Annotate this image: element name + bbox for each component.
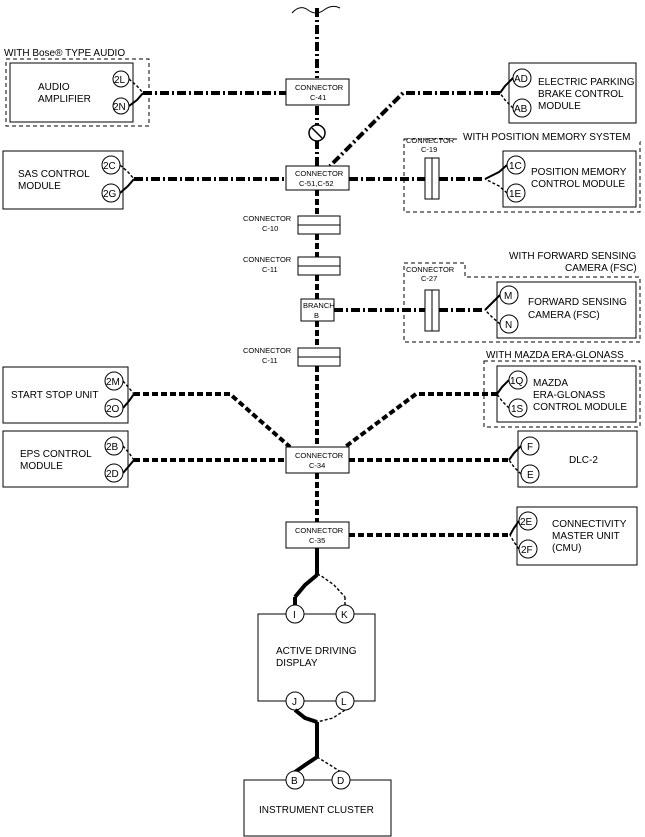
connector-c10-label-1: CONNECTOR	[243, 214, 292, 223]
active-driving-display-box	[257, 613, 376, 702]
bose-group-label: WITH Bose® TYPE AUDIO	[4, 48, 125, 59]
pin-j-label: J	[292, 697, 297, 708]
pin-2e-label: 2E	[520, 517, 533, 528]
connector-c19-label-2: C-19	[421, 145, 437, 154]
start-stop-label: START STOP UNIT	[11, 390, 98, 401]
era-group-border	[483, 360, 641, 428]
eps-label-1: EPS CONTROL	[20, 449, 92, 460]
connector-c51-label-2: C-51,C-52	[299, 179, 334, 188]
pin-k-label: K	[341, 610, 348, 621]
connector-c41-label-2: C-41	[310, 93, 326, 102]
pin-2f-label: 2F	[521, 545, 533, 556]
position-memory-group-label: WITH POSITION MEMORY SYSTEM	[463, 132, 630, 143]
sas-label-2: MODULE	[18, 181, 61, 192]
pin-i-label: I	[293, 610, 296, 621]
pin-b	[285, 770, 305, 790]
audio-amplifier-label-2: AMPLIFIER	[38, 94, 91, 105]
no-entry-icon	[308, 124, 326, 142]
connector-c11b-label-1: CONNECTOR	[243, 346, 292, 355]
connector-c34-label-2: C-34	[309, 461, 325, 470]
sas-label-1: SAS CONTROL	[18, 169, 90, 180]
epb-module-box	[508, 62, 637, 124]
epb-label-3: MODULE	[538, 101, 581, 112]
epb-label-1: ELECTRIC PARKING	[538, 77, 635, 88]
era-label-1: MAZDA	[533, 378, 568, 389]
fsc-label-2: CAMERA (FSC)	[528, 310, 600, 321]
position-memory-module-box	[502, 150, 637, 208]
pin-2m-label: 2M	[106, 377, 120, 388]
adu-label-2: DISPLAY	[276, 658, 318, 669]
position-memory-group-border	[403, 138, 641, 213]
cmu-label-2: MASTER UNIT	[552, 531, 620, 542]
era-label-3: CONTROL MODULE	[533, 402, 627, 413]
pin-l-label: L	[341, 697, 347, 708]
fsc-group-label-1: WITH FORWARD SENSING	[509, 251, 636, 262]
pin-d	[331, 770, 351, 790]
eps-label-2: MODULE	[20, 461, 63, 472]
connector-c34-label-1: CONNECTOR	[295, 451, 344, 460]
pin-1c-label: 1C	[509, 161, 522, 172]
connector-c10-label-2: C-10	[262, 224, 278, 233]
branch-b-label-2: B	[314, 311, 319, 320]
cmu-box	[516, 506, 638, 566]
cmu-label-1: CONNECTIVITY	[552, 519, 627, 530]
start-stop-bus	[134, 392, 292, 449]
pin-1s-label: 1S	[511, 404, 524, 415]
pin-1e-label: 1E	[509, 189, 522, 200]
cmu-label-3: (CMU)	[552, 543, 581, 554]
pin-ad-label: AD	[514, 74, 528, 85]
connector-c27-label-1: CONNECTOR	[406, 265, 455, 274]
connector-c11a-label-2: C-11	[262, 265, 278, 274]
pin-e-label: E	[527, 470, 534, 481]
connector-c35-label-2: C-35	[309, 536, 325, 545]
wavy-break-icon	[291, 5, 341, 14]
connector-c11b-label-2: C-11	[262, 356, 278, 365]
pin-n-label: N	[505, 320, 512, 331]
fsc-label-1: FORWARD SENSING	[528, 297, 627, 308]
epb-bus	[328, 91, 500, 168]
era-bus	[343, 392, 497, 449]
connector-c34	[285, 446, 350, 474]
instrument-cluster-box	[243, 779, 392, 837]
position-memory-label-2: CONTROL MODULE	[531, 179, 625, 190]
era-label-2: ERA-GLONASS	[533, 390, 606, 401]
pin-m-label: M	[504, 291, 512, 302]
era-group-label: WITH MAZDA ERA-GLONASS	[486, 350, 624, 361]
dlc2-label: DLC-2	[569, 455, 598, 466]
fsc-module-box	[496, 281, 637, 339]
instrument-cluster-label: INSTRUMENT CLUSTER	[259, 805, 374, 816]
audio-amplifier-label-1: AUDIO	[38, 82, 70, 93]
fsc-group-label-2: CAMERA (FSC)	[565, 263, 637, 274]
pin-2l-label: 2L	[114, 75, 126, 86]
adu-label-1: ACTIVE DRIVING	[276, 646, 357, 657]
connector-c41-label-1: CONNECTOR	[295, 83, 344, 92]
connector-c27-label-2: C-27	[421, 274, 437, 283]
position-memory-group-tab	[460, 130, 640, 142]
pin-2g-label: 2G	[103, 189, 117, 200]
pin-1q-label: 1Q	[510, 376, 524, 387]
epb-label-2: BRAKE CONTROL	[538, 89, 624, 100]
pin-2c-label: 2C	[103, 161, 116, 172]
pin-b-label: B	[291, 776, 298, 787]
connector-c41	[285, 78, 350, 106]
connector-c51-label-1: CONNECTOR	[295, 169, 344, 178]
branch-b-label-1: BRANCH	[303, 301, 335, 310]
pin-f-label: F	[527, 442, 533, 453]
pin-2n-label: 2N	[113, 102, 126, 113]
position-memory-label-1: POSITION MEMORY	[531, 167, 627, 178]
pin-2d-label: 2D	[106, 469, 119, 480]
pin-2b-label: 2B	[106, 442, 119, 453]
pin-ab-label: AB	[514, 104, 528, 115]
pin-2o-label: 2O	[106, 404, 120, 415]
pin-d-label: D	[337, 776, 344, 787]
connector-c35-label-1: CONNECTOR	[295, 526, 344, 535]
connector-c19-label-1: CONNECTOR	[406, 136, 455, 145]
connector-c11a-label-1: CONNECTOR	[243, 255, 292, 264]
audio-amplifier-box	[9, 62, 134, 123]
connector-c51-c52	[285, 165, 350, 191]
